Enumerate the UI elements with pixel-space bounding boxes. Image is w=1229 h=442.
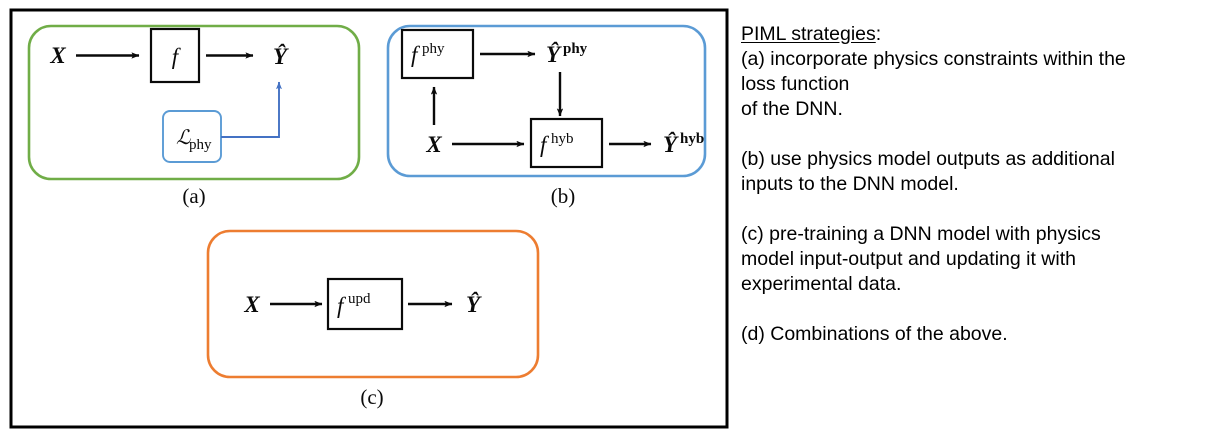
panel-a-output-label: Ŷ [273, 43, 289, 69]
panel-a-loss-label: ℒ [176, 127, 191, 149]
strategy-c-line-3: experimental data. [741, 273, 902, 295]
diagram-area: X f Ŷ ℒ phy (a) [9, 8, 729, 429]
panel-a-caption: (a) [182, 184, 205, 208]
panel-b-phys-model-box [400, 28, 475, 80]
panel-b-hybrid-output-label: Ŷ [663, 131, 679, 157]
panel-c-model-label: f [337, 293, 347, 318]
strategy-a-line-3: of the DNN. [741, 98, 843, 120]
panel-c-output-label: Ŷ [466, 291, 482, 317]
panel-b-input-label: X [425, 132, 442, 157]
text-panel-heading-colon: : [875, 23, 882, 45]
panel-b: f phy Ŷ phy X f hyb [386, 24, 707, 208]
panel-a-input-label: X [49, 43, 66, 68]
text-gap-1 [741, 122, 1223, 147]
panel-b-hybrid-output-sup: hyb [680, 131, 704, 147]
strategy-a-line-2: loss function [741, 73, 850, 95]
strategy-c-line-2: model input-output and updating it with [741, 248, 1076, 270]
panel-a-model-label: f [172, 44, 182, 69]
outer-frame [9, 8, 729, 429]
panel-a-loss-sub-label: phy [189, 137, 212, 153]
panel-b-hybrid-model-sup: hyb [551, 131, 574, 147]
panel-b-hybrid-model-label: f [540, 132, 550, 157]
panel-a-model-box [149, 27, 201, 84]
piml-strategies-text-panel: PIML strategies: (a) incorporate physics… [737, 0, 1229, 442]
strategy-a-line-1: (a) incorporate physics constraints with… [741, 48, 1126, 70]
text-panel-heading-label: PIML strategies [741, 23, 876, 45]
panel-c: X f upd Ŷ (c) [206, 229, 540, 409]
strategy-c-line-1: (c) pre-training a DNN model with physic… [741, 223, 1101, 245]
panel-b-caption: (b) [551, 184, 576, 208]
text-gap-2 [741, 197, 1223, 222]
panel-b-phys-model-label: f [411, 42, 421, 67]
strategy-b-line-1: (b) use physics model outputs as additio… [741, 148, 1115, 170]
panel-c-model-sup: upd [348, 291, 371, 307]
panel-c-border [206, 229, 540, 379]
strategy-d-line-1: (d) Combinations of the above. [741, 323, 1008, 345]
panel-a: X f Ŷ ℒ phy (a) [27, 24, 361, 208]
strategy-b-line-2: inputs to the DNN model. [741, 173, 959, 195]
panel-c-caption: (c) [360, 385, 383, 409]
panel-c-input-label: X [243, 292, 260, 317]
text-panel-heading: PIML strategies: [741, 22, 1223, 47]
panel-b-phys-model-sup: phy [422, 41, 445, 57]
panel-b-phys-output-sup: phy [563, 41, 588, 57]
panel-a-loss-connector [221, 81, 282, 138]
text-gap-3 [741, 297, 1223, 322]
panel-b-phys-output-label: Ŷ [546, 41, 562, 67]
panel-b-border [386, 24, 707, 178]
panel-a-border [27, 24, 361, 181]
panel-b-hybrid-model-box [529, 117, 604, 169]
piml-strategy-diagram: X f Ŷ ℒ phy (a) [9, 8, 729, 429]
panel-c-model-box [326, 277, 404, 331]
